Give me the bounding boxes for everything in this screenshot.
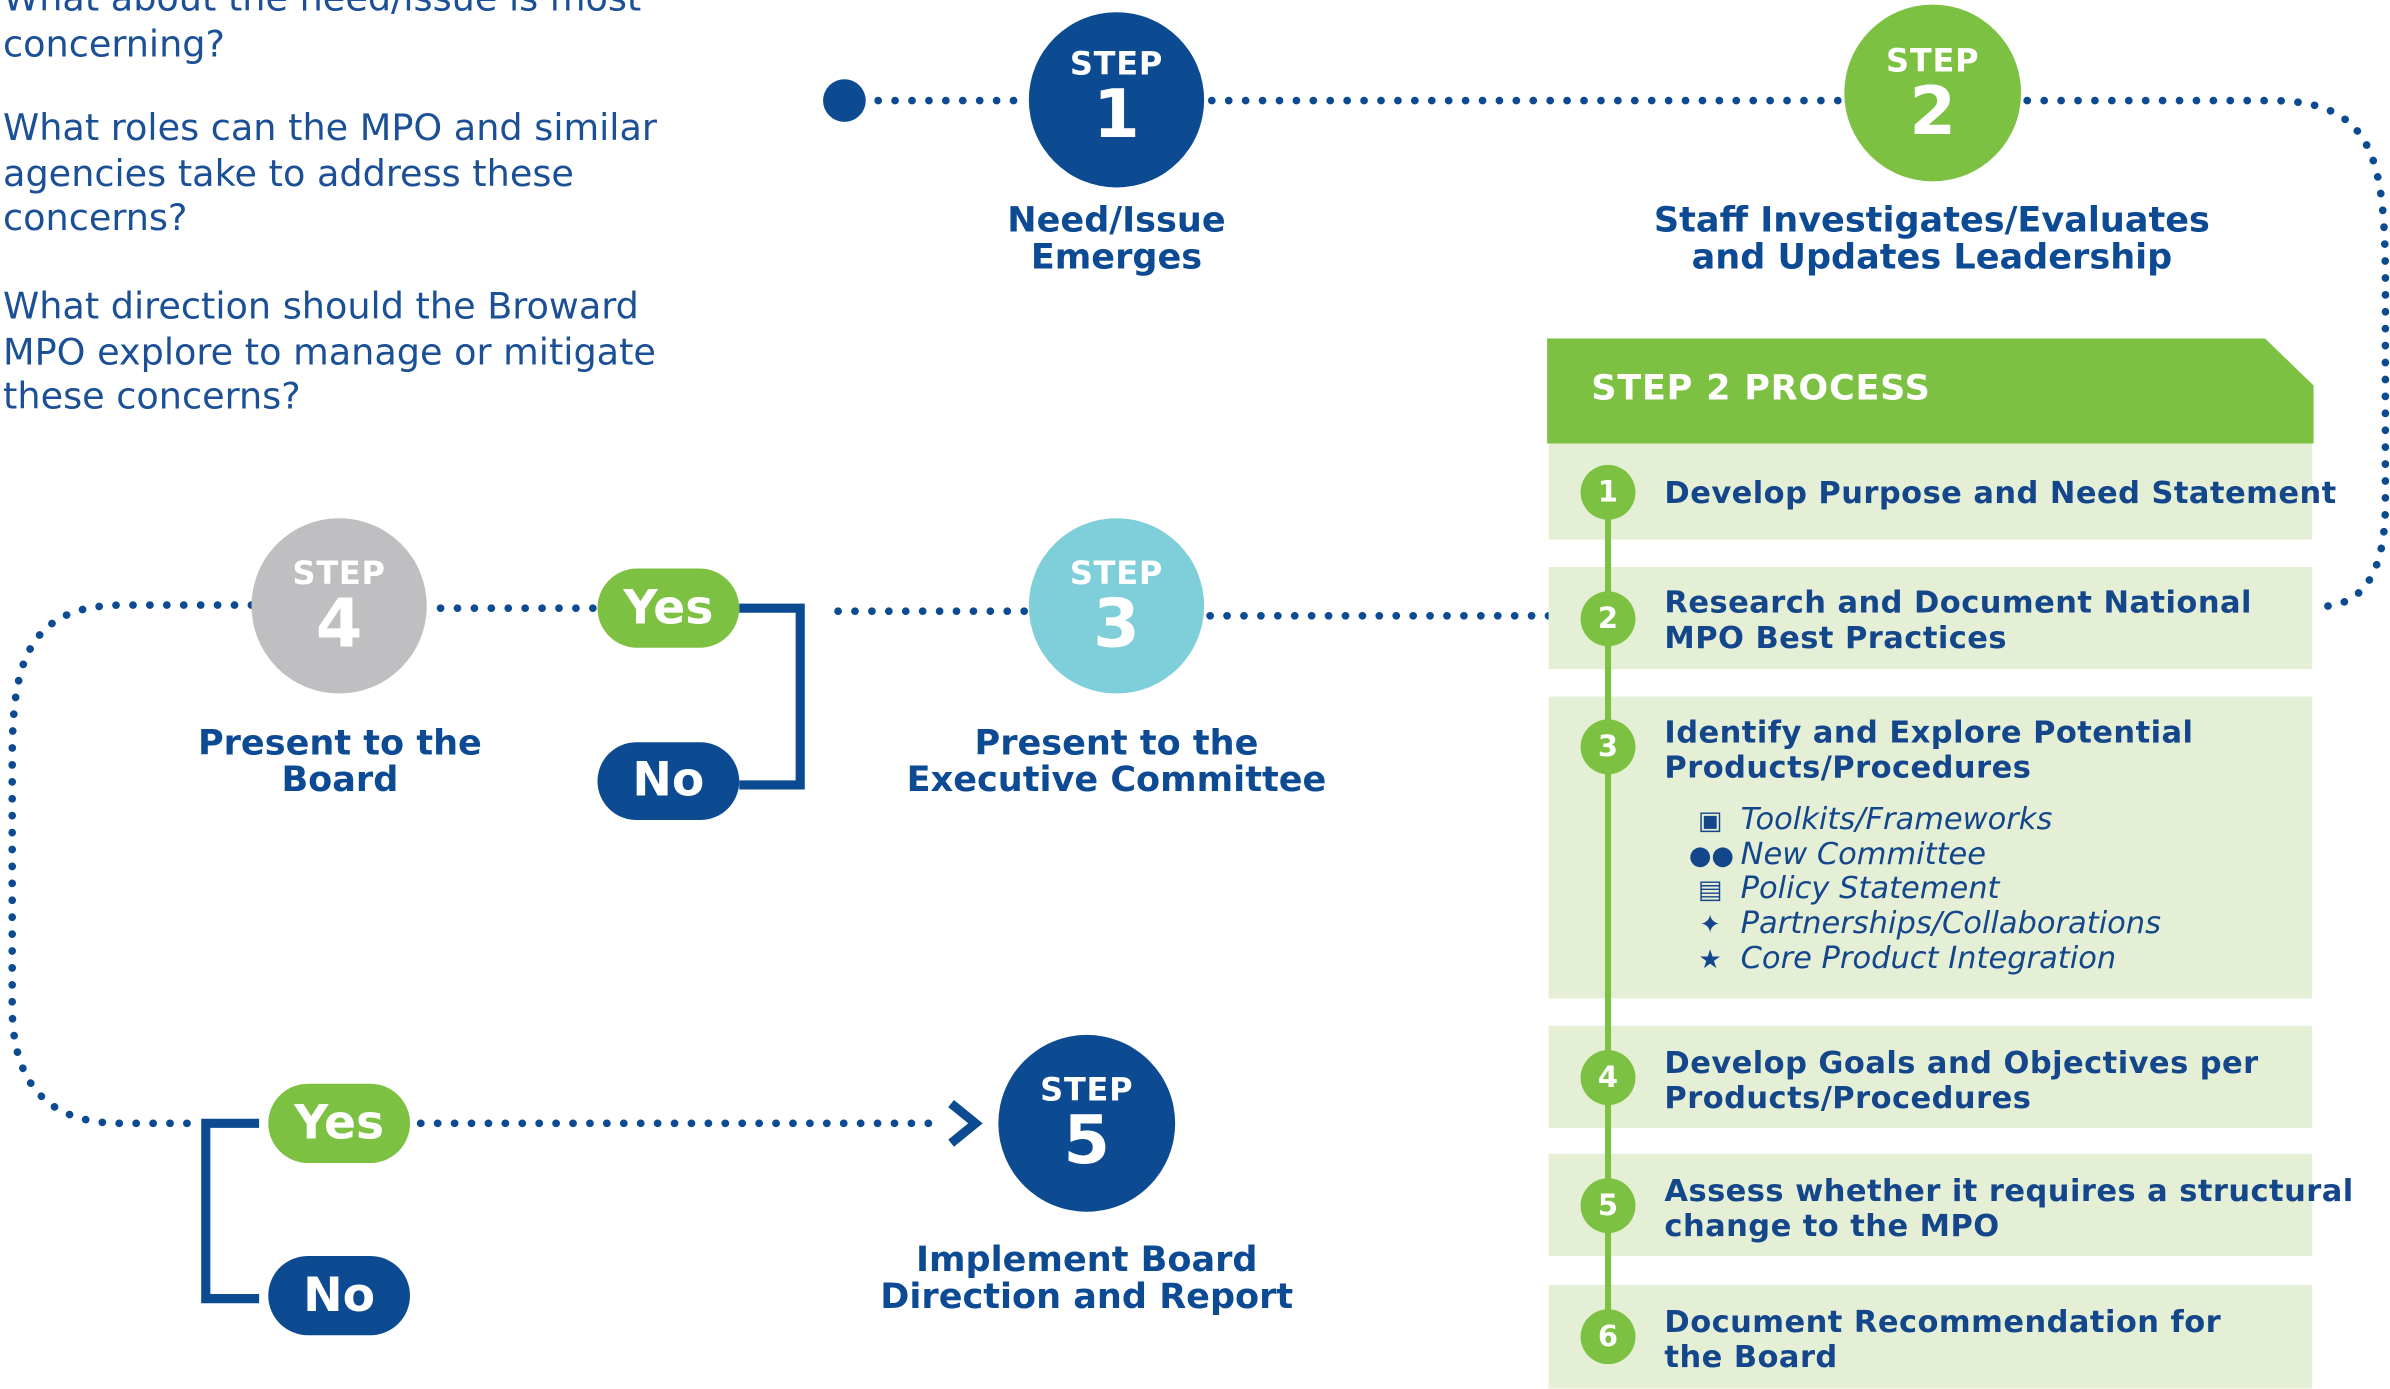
step-5-circle: STEP 5 [998, 1034, 1176, 1212]
step-4-circle: STEP 4 [251, 518, 427, 694]
process-badge-2: 2 [1580, 591, 1636, 647]
connector-step2-step3 [2023, 96, 2390, 611]
step-2-circle: STEP 2 [1844, 4, 2022, 182]
subitem-partnerships: ✦Partnerships/Collaborations [1689, 904, 2161, 941]
process-badge-6: 6 [1580, 1309, 1636, 1365]
exec-yes-pill[interactable]: Yes [597, 568, 740, 648]
process-badge-5: 5 [1580, 1178, 1636, 1234]
process-row-4 [1548, 1025, 2313, 1128]
board-decision-bracket [201, 1118, 260, 1304]
briefcase-icon: ▣ [1697, 806, 1723, 837]
subitem-toolkits: ▣Toolkits/Frameworks [1689, 800, 2052, 837]
subitem-new-committee: ●●New Committee [1688, 835, 1987, 872]
process-row-5 [1548, 1153, 2313, 1256]
exec-decision-bracket [739, 603, 805, 790]
subitem-core-product: ★Core Product Integration [1689, 939, 2117, 976]
subitem-policy-statement: ▤Policy Statement [1689, 869, 2000, 906]
step-3-circle: STEP 3 [1028, 518, 1205, 694]
badge-star-icon: ★ [1698, 945, 1722, 976]
process-header: STEP 2 PROCESS [1591, 368, 1931, 409]
step-1-circle: STEP 1 [1028, 12, 1205, 188]
question-concerning: What about the need/issue is most concer… [3, 0, 641, 65]
connector-step4-board [8, 601, 256, 1128]
process-item-1-text: Develop Purpose and Need Statement [1664, 474, 2337, 511]
question-direction: What direction should the Broward MPO ex… [3, 285, 656, 418]
process-row-1 [1548, 443, 2313, 540]
process-timeline [1604, 490, 1612, 1337]
process-row-3 [1548, 696, 2313, 999]
arrowhead-icon [948, 1099, 983, 1147]
exec-no-pill[interactable]: No [597, 742, 740, 821]
board-yes-pill[interactable]: Yes [268, 1083, 411, 1163]
process-row-6 [1548, 1284, 2313, 1389]
process-row-2 [1548, 567, 2313, 670]
process-badge-3: 3 [1580, 719, 1636, 775]
question-roles: What roles can the MPO and similar agenc… [3, 106, 657, 240]
document-icon: ▤ [1697, 874, 1723, 906]
process-badge-1: 1 [1580, 464, 1636, 520]
people-network-icon: ✦ [1699, 909, 1722, 941]
board-no-pill[interactable]: No [268, 1255, 411, 1336]
process-badge-4: 4 [1580, 1050, 1636, 1106]
start-dot [823, 79, 866, 122]
group-icon: ●● [1688, 841, 1735, 872]
process-header-bg [1547, 338, 2314, 444]
